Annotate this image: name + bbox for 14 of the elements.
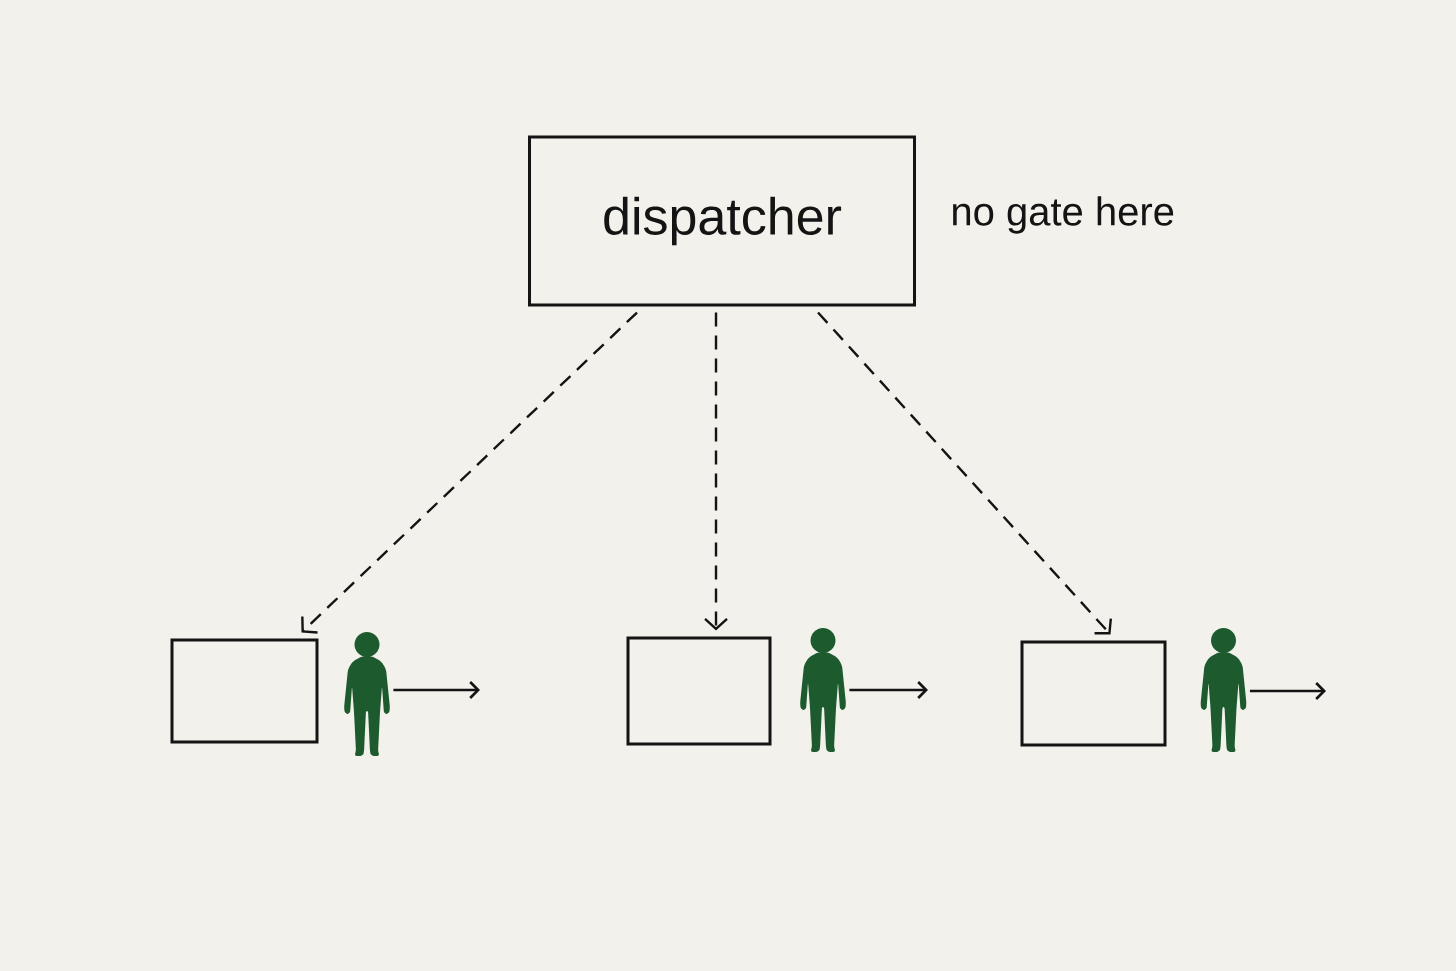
dashed-arrow [817,311,1113,635]
empty-box [1020,640,1167,747]
arrow [1249,682,1327,700]
dashed-arrow [704,312,728,631]
side-note: no gate here [953,196,1174,234]
arrow [393,681,480,699]
person-figure [800,628,846,752]
arrow [849,681,928,699]
dashed-arrow [301,311,638,634]
person-figure [344,632,390,756]
empty-box [170,638,319,744]
empty-box [626,636,772,746]
process-box: dispatcher [528,135,916,307]
person-figure [1200,628,1247,752]
